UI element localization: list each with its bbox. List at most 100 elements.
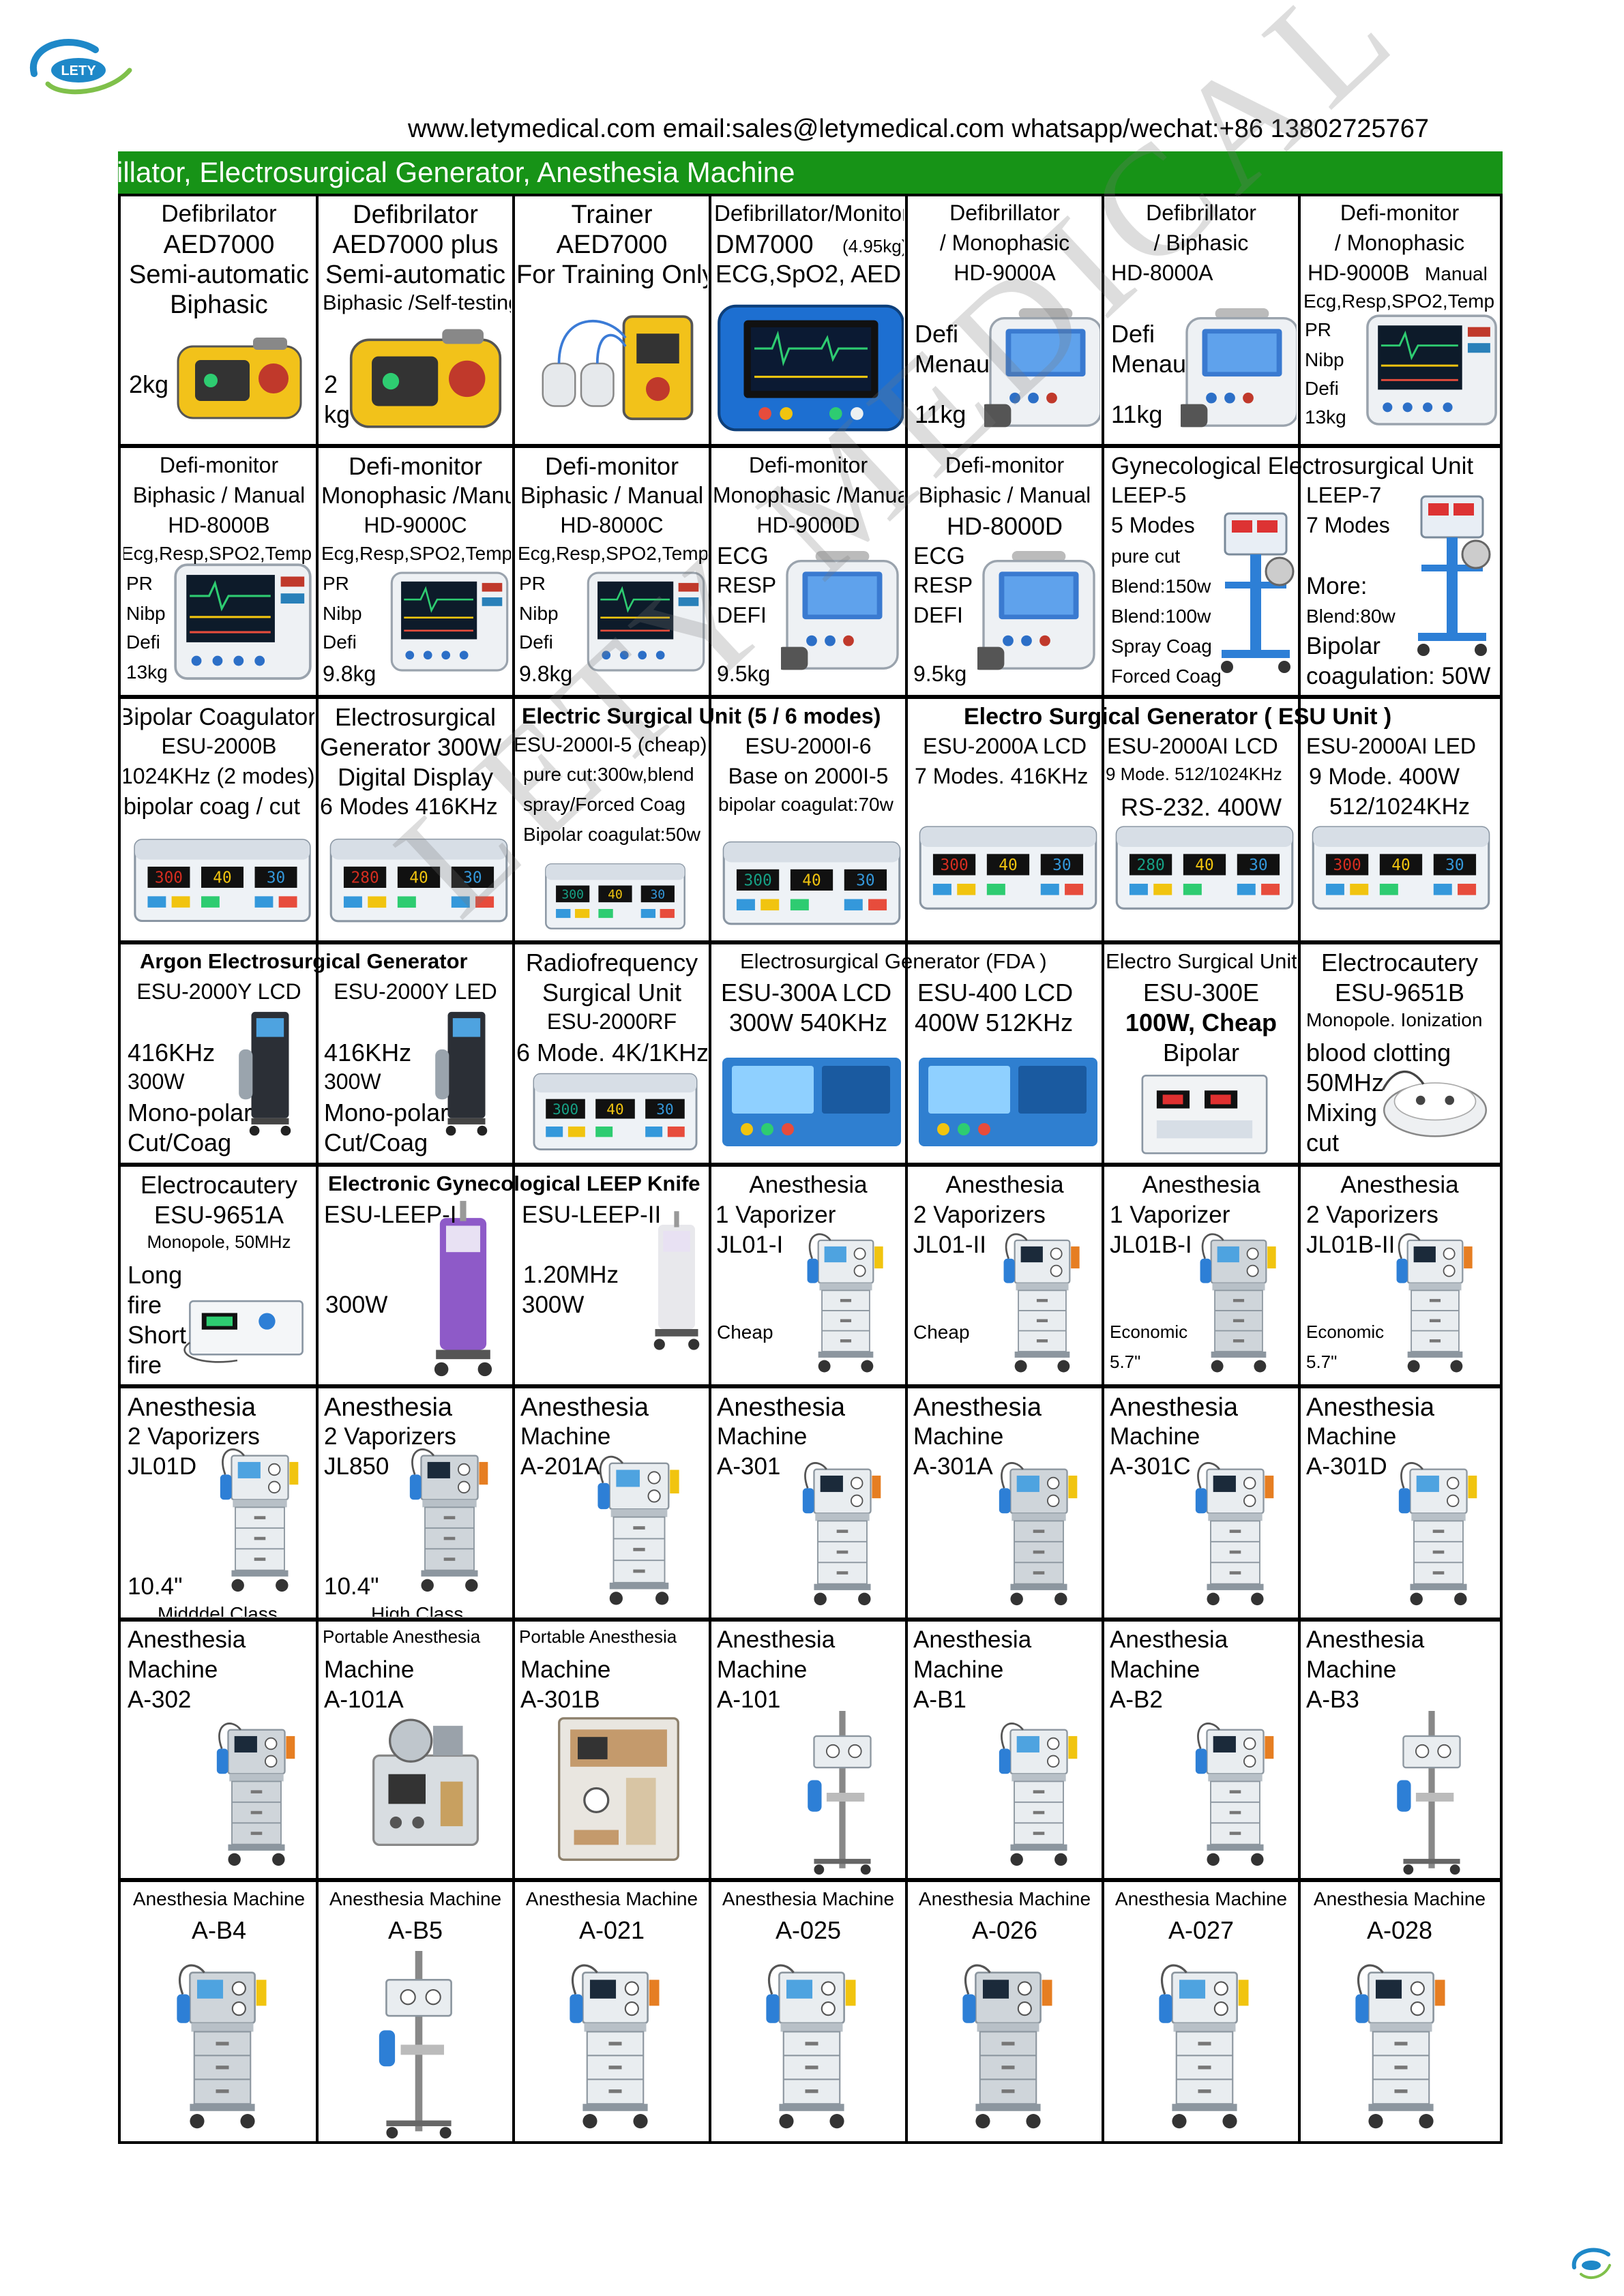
product-photo[interactable]	[984, 1450, 1093, 1614]
product-photo[interactable]	[1181, 1711, 1290, 1875]
product-photo[interactable]	[1363, 299, 1497, 441]
product-photo[interactable]	[1126, 1951, 1283, 2138]
product-photo[interactable]	[788, 1711, 897, 1875]
product-photo[interactable]	[984, 1222, 1100, 1381]
product-photo[interactable]	[1377, 1041, 1493, 1157]
product-photo[interactable]	[984, 1711, 1093, 1875]
product-photo[interactable]	[1181, 299, 1297, 441]
product-photo[interactable]	[977, 537, 1100, 687]
product-photo[interactable]	[395, 1437, 504, 1600]
product-photo[interactable]	[930, 1951, 1087, 2138]
product-photo[interactable]	[720, 1047, 904, 1157]
product-photo[interactable]	[1377, 1222, 1493, 1381]
product-photo[interactable]	[916, 1047, 1100, 1157]
product-photo[interactable]	[354, 1951, 484, 2138]
product-photo[interactable]	[788, 1222, 904, 1381]
product-photo[interactable]	[429, 986, 504, 1157]
product-photo[interactable]	[1208, 490, 1303, 687]
product-photo[interactable]	[1181, 1450, 1290, 1614]
product-photo[interactable]	[158, 1951, 287, 2138]
product-photo[interactable]	[733, 1951, 890, 2138]
product-photo[interactable]	[1377, 1711, 1486, 1875]
product-photo[interactable]	[537, 1951, 694, 2138]
product-photo[interactable]	[530, 292, 700, 435]
product-photo[interactable]	[388, 551, 511, 691]
product-photo[interactable]	[205, 1711, 308, 1875]
product-photo[interactable]	[205, 1437, 314, 1600]
product-photo[interactable]	[646, 1195, 707, 1365]
product-photo[interactable]	[347, 1711, 504, 1875]
product-photo[interactable]	[578, 1444, 700, 1614]
product-photo[interactable]	[171, 319, 308, 435]
product-photo[interactable]	[1323, 1951, 1479, 2138]
product-photo[interactable]	[1126, 1058, 1283, 1159]
product-photo[interactable]	[1384, 1450, 1493, 1614]
product-photo[interactable]	[233, 986, 308, 1157]
product-photo[interactable]	[788, 1450, 897, 1614]
product-photo[interactable]	[781, 537, 904, 687]
product-photo[interactable]	[1181, 1222, 1297, 1381]
product-photo[interactable]	[537, 1711, 700, 1875]
product-photo[interactable]	[178, 1263, 314, 1381]
product-photo[interactable]	[585, 551, 707, 691]
product-photo[interactable]	[171, 551, 314, 691]
product-photo[interactable]	[422, 1195, 504, 1381]
product-cell[interactable]: Electrosurgical Generator (FDA )ESU-300A…	[713, 945, 1047, 1162]
product-photo[interactable]	[984, 299, 1100, 441]
product-photo[interactable]	[1404, 469, 1497, 674]
